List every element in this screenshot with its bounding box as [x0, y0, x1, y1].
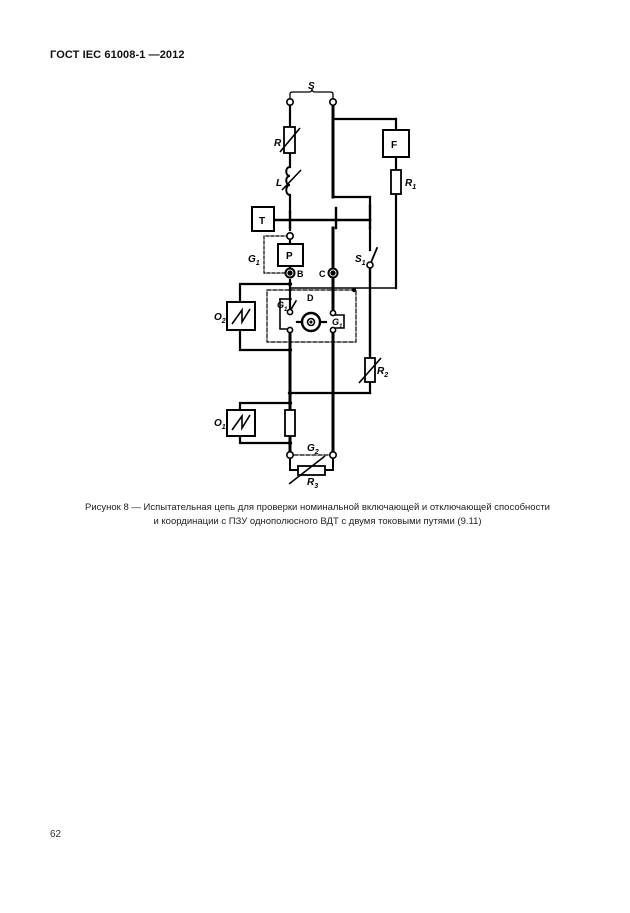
fuse-F-box [382, 129, 410, 158]
label-S1: S1 [355, 254, 366, 267]
label-S: S [308, 81, 315, 92]
label-D: D [307, 293, 314, 303]
resistor-R1 [390, 169, 402, 195]
label-P: P [286, 251, 293, 262]
test-circuit-diagram: S R L R1 G1 S1 O2 G1 G1 R2 O1 G2 R3 F T … [214, 81, 416, 490]
oscilloscope-O1 [226, 409, 256, 437]
label-R1: R1 [405, 178, 416, 191]
P-box [277, 243, 304, 267]
label-G1: G1 [248, 254, 260, 267]
label-O2: O2 [214, 312, 226, 325]
oscilloscope-O2 [226, 301, 256, 331]
label-L: L [276, 178, 282, 189]
label-T: T [259, 216, 265, 227]
label-O1: O1 [214, 418, 226, 431]
label-C: C [319, 269, 326, 279]
label-G1-right: G1 [332, 317, 343, 330]
label-R3: R3 [307, 477, 318, 490]
label-R: R [274, 138, 282, 149]
figure-caption: Рисунок 8 — Испытательная цепь для прове… [40, 501, 595, 529]
label-G1-inner: G1 [277, 300, 288, 313]
label-R2: R2 [377, 366, 388, 379]
document-header: ГОСТ IEC 61008-1 —2012 [50, 49, 185, 61]
page-number: 62 [50, 829, 62, 840]
timer-T-box [251, 206, 275, 232]
label-F: F [391, 140, 397, 151]
caption-line-2: и координации с ПЗУ однополюсного ВДТ с … [153, 516, 482, 527]
label-B: B [297, 269, 304, 279]
label-G2: G2 [307, 443, 319, 456]
caption-line-1: Рисунок 8 — Испытательная цепь для прове… [85, 502, 550, 513]
shunt-resistor [284, 409, 296, 437]
